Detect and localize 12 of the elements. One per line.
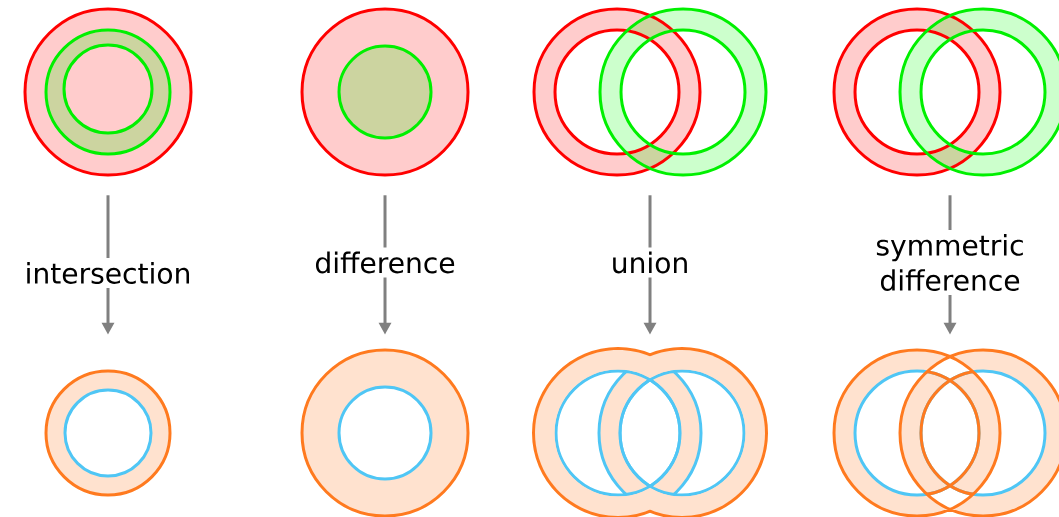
shape-drawing bbox=[300, 7, 470, 177]
shape-drawing bbox=[300, 348, 470, 517]
shape-drawing bbox=[832, 7, 1059, 177]
shape-drawing bbox=[832, 348, 1059, 517]
shape-drawing bbox=[532, 347, 768, 517]
edge-label: symmetric difference bbox=[876, 234, 1023, 291]
shape-drawing bbox=[23, 7, 193, 177]
edge-label: union bbox=[613, 251, 687, 274]
shape-drawing bbox=[44, 369, 172, 497]
edge-label: difference bbox=[316, 251, 455, 274]
shape-drawing bbox=[532, 7, 768, 177]
edge-label: intersection bbox=[27, 262, 189, 284]
